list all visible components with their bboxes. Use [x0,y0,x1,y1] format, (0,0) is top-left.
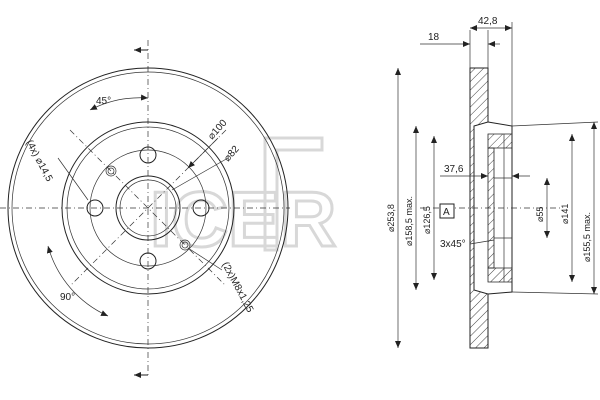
bolt-hole-top [139,146,157,164]
thread-leader [187,247,223,271]
friction-ring-inner-edge [61,121,235,295]
center-bore-label: ⌀82 [222,144,242,164]
datum-box [439,203,455,219]
inner-max-dia-label: ⌀155,5 max. [582,212,592,262]
hat-section-outline [487,121,513,295]
height-label: 42,8 [478,16,498,27]
angle-90-arc [46,245,109,317]
offset-label: 37,6 [444,164,464,175]
section-view: 18 42,8 37,6 ⌀253,8 ⌀158,5 max. ⌀126,5 ⌀… [386,16,599,349]
pilot-dia-label: ⌀141 [560,204,570,224]
thread-hole-upper [105,165,117,177]
bolt-circle-leader [187,137,219,169]
center-bore [115,175,181,241]
hole-dia-label: (4x) ⌀14,5 [23,138,54,184]
icer-watermark: ICER [149,136,338,265]
chamfer-leader [469,239,495,245]
bore-dia-label: ⌀55 [535,207,545,222]
thread-label: (2x)M8x1,25 [219,260,255,315]
angle-45-label: 45° [96,96,111,107]
outer-dia-label: ⌀253,8 [386,204,396,232]
center-bore-chamfer [119,179,177,237]
bolt-hole-right [192,199,210,217]
angle-45-arc [89,94,149,111]
chamfer-label: 3x45° [440,239,466,250]
thread-hole-upper-inner [107,167,115,175]
bolt-hole-bottom [139,252,157,270]
disc-outer-edge [7,67,289,349]
hub-dia-label: ⌀126,5 [422,206,432,234]
angle-90-label: 90° [60,292,75,303]
diagonal-centerline-a [69,129,227,287]
center-bore-leader [171,157,229,191]
disc-outer-chamfer [11,71,285,345]
ext-top-right [511,121,599,127]
datum-label: A [443,207,450,218]
bolt-hole-left [86,199,104,217]
thread-hole-lower-inner [181,241,189,249]
friction-dia-label: ⌀158,5 max. [404,196,414,246]
hat-edge [66,126,230,290]
thread-hole-lower [179,239,191,251]
thickness-label: 18 [428,32,440,43]
hole-leader [57,157,89,201]
bolt-circle [89,149,207,267]
watermark-text: ICER [150,175,336,263]
ext-bottom-right [511,291,599,295]
